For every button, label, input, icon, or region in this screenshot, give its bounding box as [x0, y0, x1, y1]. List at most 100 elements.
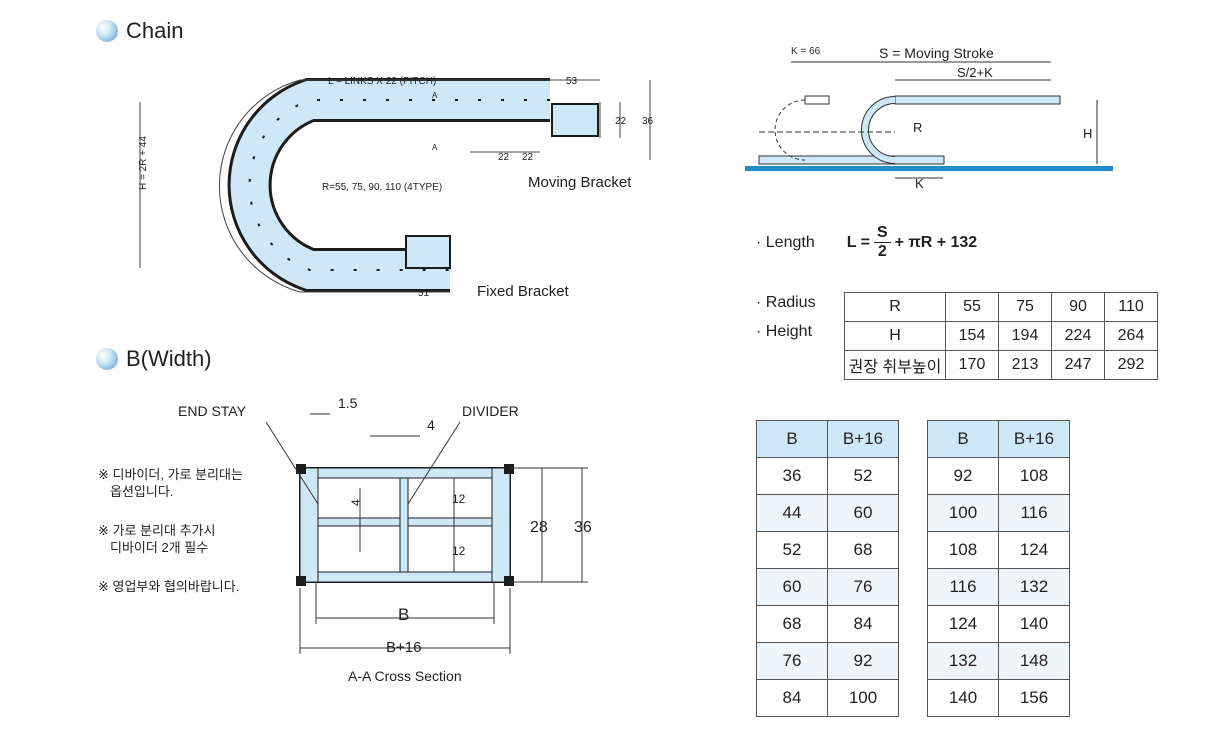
width-title-text: B(Width) — [126, 346, 212, 371]
section-mark-a-bottom: A — [432, 143, 438, 152]
chain-title-text: Chain — [126, 18, 184, 43]
formula-fraction: S 2 — [874, 224, 891, 261]
width-section-title: B(Width) — [96, 346, 212, 372]
half-stroke-label: S/2+K — [957, 65, 993, 80]
table-cell: 60 — [827, 494, 899, 532]
floor-plate — [745, 166, 1113, 171]
dim-28: 28 — [530, 519, 548, 536]
length-label: L = LINKS X 22 (PITCH) — [328, 76, 436, 87]
k66-label: K = 66 — [791, 46, 821, 57]
note-3: ※ 영업부와 협의바랍니다. — [98, 578, 239, 595]
fixed-bracket-label: Fixed Bracket — [477, 283, 569, 300]
table-cell: 92 — [827, 642, 899, 680]
spec-row-r: R 55 75 90 110 — [844, 292, 1158, 322]
circle-bullet-icon — [96, 20, 118, 42]
spec-cell: 90 — [1051, 292, 1105, 322]
table-cell: 76 — [827, 568, 899, 606]
table-cell: 116 — [927, 568, 999, 606]
dim-51: 51 — [418, 288, 430, 299]
note-1: ※ 디바이더, 가로 분리대는 옵션입니다. — [98, 466, 243, 500]
table-cell: 124 — [998, 531, 1070, 569]
formula-lhs: L = — [846, 233, 870, 251]
note-line: 옵션입니다. — [110, 484, 174, 499]
dim-22-a: 22 — [498, 152, 510, 163]
b16-header: B+16 — [827, 420, 899, 458]
height-spec-label: · Height — [756, 323, 813, 340]
note-line: ※ 가로 분리대 추가시 — [98, 523, 216, 538]
h-label: H — [1083, 126, 1092, 141]
dim-4-left: 4 — [349, 499, 363, 506]
dim-b: B — [398, 605, 409, 624]
spec-cell: 247 — [1051, 350, 1105, 380]
dim-36: 36 — [574, 519, 592, 536]
table-cell: 108 — [927, 531, 999, 569]
stroke-diagram: K = 66 S = Moving Stroke S/2+K R H K — [745, 45, 1113, 190]
spec-cell: 170 — [945, 350, 999, 380]
spec-cell: 224 — [1051, 321, 1105, 351]
radius-height-table: R 55 75 90 110 H 154 194 224 264 권장 취부높이… — [844, 292, 1158, 380]
spec-row-label: R — [844, 292, 946, 322]
table-cell: 132 — [998, 568, 1070, 606]
spec-row-h: H 154 194 224 264 — [844, 321, 1158, 351]
table-cell: 68 — [756, 605, 828, 643]
dim-4-top: 4 — [427, 417, 435, 433]
moving-stroke-label: S = Moving Stroke — [879, 45, 994, 61]
section-mark-a-top: A — [432, 91, 438, 100]
note-line: ※ 디바이더, 가로 분리대는 — [98, 467, 243, 482]
divider-label: DIVIDER — [462, 403, 519, 419]
b-header: B — [756, 420, 828, 458]
note-2: ※ 가로 분리대 추가시 디바이더 2개 필수 — [98, 522, 215, 556]
table-cell: 84 — [827, 605, 899, 643]
dim-b16: B+16 — [386, 639, 421, 656]
dim-53: 53 — [566, 76, 578, 87]
formula-rest: + πR + 132 — [894, 233, 978, 251]
table-cell: 140 — [998, 605, 1070, 643]
spec-cell: 292 — [1104, 350, 1158, 380]
circle-bullet-icon — [96, 348, 118, 370]
dim-22-b: 22 — [522, 152, 534, 163]
formula-numerator: S — [874, 224, 891, 243]
spec-cell: 75 — [998, 292, 1052, 322]
table-cell: 84 — [756, 679, 828, 717]
length-formula-label: · Length — [756, 233, 815, 251]
spec-cell: 110 — [1104, 292, 1158, 322]
table-cell: 36 — [756, 457, 828, 495]
spec-cell: 55 — [945, 292, 999, 322]
spec-cell: 264 — [1104, 321, 1158, 351]
k-label: K — [915, 176, 924, 190]
table-cell: 100 — [927, 494, 999, 532]
dim-1-5: 1.5 — [338, 395, 358, 411]
table-cell: 156 — [998, 679, 1070, 717]
table-cell: 140 — [927, 679, 999, 717]
spec-row-label: 권장 취부높이 — [844, 350, 946, 380]
table-cell: 132 — [927, 642, 999, 680]
moving-bracket-shape — [551, 103, 599, 137]
dim-22-right: 22 — [615, 116, 627, 127]
table-cell: 148 — [998, 642, 1070, 680]
spec-cell: 213 — [998, 350, 1052, 380]
spec-cell: 154 — [945, 321, 999, 351]
cross-section-caption: A-A Cross Section — [348, 668, 462, 684]
spec-row-label: H — [844, 321, 946, 351]
formula-denominator: 2 — [877, 243, 887, 260]
spec-row-mount-height: 권장 취부높이 170 213 247 292 — [844, 350, 1158, 380]
table-cell: 92 — [927, 457, 999, 495]
table-cell: 108 — [998, 457, 1070, 495]
table-cell: 76 — [756, 642, 828, 680]
table-cell: 116 — [998, 494, 1070, 532]
spec-cell: 194 — [998, 321, 1052, 351]
cross-section-diagram: END STAY DIVIDER 1.5 4 4 12 12 28 36 B B… — [178, 395, 592, 684]
